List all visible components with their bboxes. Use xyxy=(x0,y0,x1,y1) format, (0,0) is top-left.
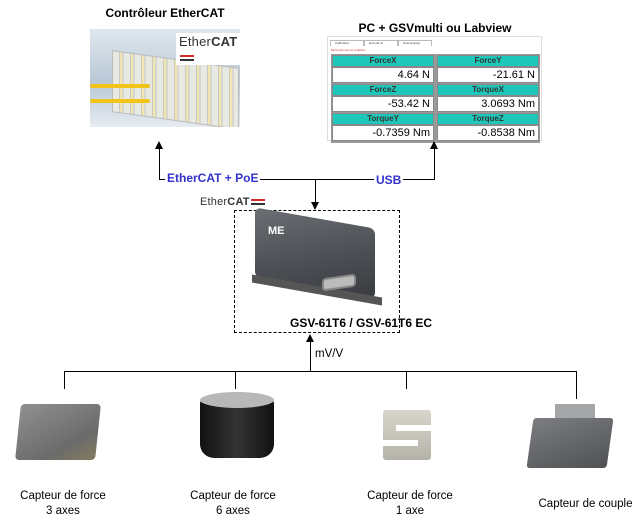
tab[interactable]: Encoder E xyxy=(364,40,398,46)
reading-value: -21.61 N xyxy=(437,67,539,83)
device-model-label: GSV-61T6 / GSV-61T6 EC xyxy=(290,316,433,330)
torque-sensor-image xyxy=(526,418,614,468)
ethercat-connection-label: EtherCAT + PoE xyxy=(165,171,261,185)
connector-line xyxy=(159,179,435,180)
device-brand-logo: ME xyxy=(268,225,285,237)
tab[interactable]: Calibration xyxy=(330,40,364,46)
tab[interactable]: Data Display xyxy=(398,40,432,46)
reading-value: -0.7359 Nm xyxy=(332,125,434,141)
connector-line xyxy=(64,371,65,389)
sensor-label-line: Capteur de force xyxy=(20,490,106,502)
reading-torquey: TorqueY-0.7359 Nm xyxy=(332,113,434,142)
reading-torquez: TorqueZ-0.8538 Nm xyxy=(437,113,539,142)
arrow-down-icon xyxy=(311,202,319,210)
reading-label: TorqueY xyxy=(332,113,434,125)
connector-line xyxy=(310,342,311,372)
sensor-label-line: Capteur de force xyxy=(367,490,453,502)
arrow-up-icon xyxy=(306,334,314,342)
ethercat-logo: EtherCAT xyxy=(176,33,240,65)
connector-line xyxy=(434,148,435,180)
sensor-label-line: 6 axes xyxy=(216,505,250,517)
pc-title: PC + GSVmulti ou Labview xyxy=(358,21,512,35)
reading-forcez: ForceZ-53.42 N xyxy=(332,84,434,113)
sensor-label-torque: Capteur de couple xyxy=(528,497,643,512)
cable xyxy=(90,84,150,88)
usb-connection-label: USB xyxy=(374,173,404,187)
controller-title: Contrôleur EtherCAT xyxy=(105,6,225,20)
reading-label: ForceX xyxy=(332,55,434,67)
connector-line xyxy=(235,371,236,389)
cable xyxy=(90,99,150,103)
force-sensor-3-axis-image xyxy=(15,404,101,460)
sensor-bus-line xyxy=(64,371,576,372)
signal-label: mV/V xyxy=(315,348,344,360)
reading-label: ForceZ xyxy=(332,84,434,96)
reading-value: 3.0693 Nm xyxy=(437,96,539,112)
labview-panel: Calibration Encoder E Data Display Multi… xyxy=(327,36,542,143)
reading-value: -0.8538 Nm xyxy=(437,125,539,141)
ethercat-controller-image: EtherCAT xyxy=(90,29,240,127)
reading-label: ForceY xyxy=(437,55,539,67)
ethercat-arrows-icon xyxy=(180,54,194,61)
reading-label: TorqueZ xyxy=(437,113,539,125)
ethercat-arrows-icon xyxy=(250,199,265,206)
sensor-label-6-axis: Capteur de force 6 axes xyxy=(178,489,288,519)
connector-line xyxy=(406,371,407,389)
force-sensor-1-axis-image xyxy=(383,410,431,460)
panel-tabs: Calibration Encoder E Data Display xyxy=(330,40,432,46)
device-boundary xyxy=(234,210,400,333)
sensor-label-3-axis: Capteur de force 3 axes xyxy=(8,489,118,519)
logo-text: Ether xyxy=(200,196,228,208)
connector-line xyxy=(159,148,160,180)
reading-forcey: ForceY-21.61 N xyxy=(437,55,539,84)
sensor-label-line: 1 axe xyxy=(395,505,425,517)
reading-value: -53.42 N xyxy=(332,96,434,112)
warning-text: Multi-axis sensor enabled xyxy=(331,48,366,52)
sensor-top-face xyxy=(200,392,274,408)
connector-line xyxy=(315,179,316,204)
sensor-label-1-axis: Capteur de force 1 axe xyxy=(355,489,465,519)
logo-text: Ether xyxy=(179,34,212,49)
connector-line xyxy=(576,371,577,399)
reading-label: TorqueX xyxy=(437,84,539,96)
sensor-label-line: 3 axes xyxy=(46,505,80,517)
arrow-up-icon xyxy=(430,141,438,149)
logo-text-bold: CAT xyxy=(227,196,250,208)
sensor-label-line: Capteur de force xyxy=(190,490,276,502)
sensor-label-line: Capteur de couple xyxy=(538,498,633,510)
s-beam-slot xyxy=(383,440,418,446)
arrow-up-icon xyxy=(155,141,163,149)
logo-text-bold: CAT xyxy=(211,34,238,49)
ethercat-logo: EtherCAT xyxy=(200,196,265,208)
s-beam-slot xyxy=(396,425,431,431)
reading-value: 4.64 N xyxy=(332,67,434,83)
